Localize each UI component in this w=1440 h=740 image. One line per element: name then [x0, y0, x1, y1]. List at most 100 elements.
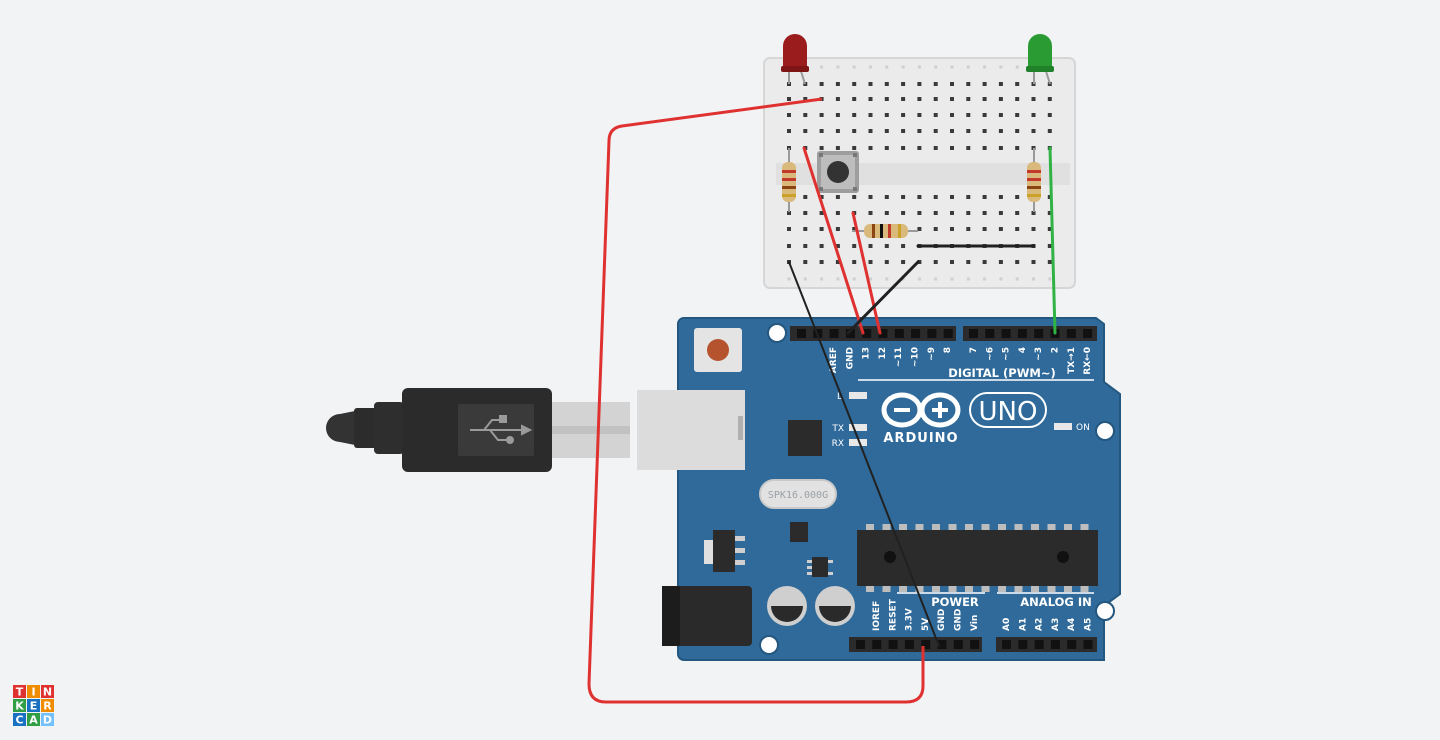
breadboard-hole[interactable]: [835, 146, 840, 150]
header-socket[interactable]: [937, 640, 947, 649]
breadboard-hole[interactable]: [868, 82, 873, 86]
breadboard-hole[interactable]: [933, 97, 938, 101]
breadboard-hole[interactable]: [868, 97, 873, 101]
breadboard-hole[interactable]: [901, 97, 906, 101]
breadboard-hole[interactable]: [966, 82, 971, 86]
breadboard-hole[interactable]: [1047, 244, 1052, 248]
breadboard-hole[interactable]: [884, 195, 889, 199]
breadboard-hole[interactable]: [819, 82, 824, 86]
breadboard-hole[interactable]: [933, 227, 938, 231]
breadboard-hole[interactable]: [803, 244, 808, 248]
breadboard-hole[interactable]: [803, 97, 808, 101]
breadboard-hole[interactable]: [950, 82, 954, 86]
breadboard-hole[interactable]: [852, 244, 857, 248]
header-socket[interactable]: [829, 329, 839, 338]
breadboard-hole[interactable]: [835, 129, 840, 133]
header-socket[interactable]: [845, 329, 855, 338]
breadboard-hole[interactable]: [950, 97, 954, 101]
breadboard-hole[interactable]: [1015, 146, 1020, 150]
breadboard-hole[interactable]: [787, 211, 791, 215]
breadboard-hole[interactable]: [1031, 227, 1036, 231]
breadboard-hole[interactable]: [1047, 97, 1052, 101]
breadboard-hole[interactable]: [1015, 195, 1020, 199]
breadboard-hole[interactable]: [998, 227, 1003, 231]
breadboard-hole[interactable]: [982, 195, 987, 199]
breadboard-hole[interactable]: [901, 82, 906, 86]
breadboard-hole[interactable]: [868, 129, 873, 133]
breadboard-hole[interactable]: [998, 97, 1003, 101]
header-socket[interactable]: [797, 329, 806, 338]
header-socket[interactable]: [878, 329, 888, 338]
breadboard-hole[interactable]: [819, 129, 824, 133]
breadboard-hole[interactable]: [852, 146, 857, 150]
breadboard-hole[interactable]: [901, 146, 906, 150]
breadboard-hole[interactable]: [933, 211, 938, 215]
breadboard-hole[interactable]: [982, 211, 987, 215]
breadboard-hole[interactable]: [835, 244, 840, 248]
breadboard-hole[interactable]: [819, 195, 824, 199]
breadboard-hole[interactable]: [917, 113, 922, 117]
breadboard-hole[interactable]: [835, 82, 840, 86]
breadboard-hole[interactable]: [1047, 195, 1052, 199]
breadboard-hole[interactable]: [933, 146, 938, 150]
breadboard-hole[interactable]: [803, 211, 808, 215]
breadboard-hole[interactable]: [950, 195, 954, 199]
breadboard-hole[interactable]: [868, 211, 873, 215]
breadboard-hole[interactable]: [982, 82, 987, 86]
breadboard-hole[interactable]: [933, 195, 938, 199]
breadboard-hole[interactable]: [933, 82, 938, 86]
wire-red-pin12[interactable]: [851, 211, 882, 335]
breadboard-hole[interactable]: [819, 244, 824, 248]
breadboard-hole[interactable]: [868, 113, 873, 117]
breadboard-hole[interactable]: [803, 260, 808, 264]
breadboard-hole[interactable]: [835, 113, 840, 117]
breadboard-hole[interactable]: [852, 260, 857, 264]
barrel-jack[interactable]: [662, 586, 752, 646]
breadboard-hole[interactable]: [950, 146, 954, 150]
breadboard-hole[interactable]: [917, 195, 922, 199]
header-socket[interactable]: [1083, 329, 1093, 338]
breadboard-hole[interactable]: [998, 82, 1003, 86]
breadboard-hole[interactable]: [933, 129, 938, 133]
wire-black-gnd-power[interactable]: [788, 261, 940, 647]
usb-b-socket[interactable]: [637, 390, 745, 470]
breadboard-hole[interactable]: [852, 195, 857, 199]
breadboard-hole[interactable]: [998, 146, 1003, 150]
breadboard-hole[interactable]: [884, 244, 889, 248]
breadboard-hole[interactable]: [1031, 113, 1036, 117]
header-socket[interactable]: [872, 640, 882, 649]
breadboard-hole[interactable]: [1031, 211, 1036, 215]
breadboard-hole[interactable]: [1047, 113, 1052, 117]
header-socket[interactable]: [862, 329, 872, 338]
breadboard-hole[interactable]: [950, 129, 954, 133]
header-socket[interactable]: [894, 329, 904, 338]
push-button[interactable]: [817, 151, 859, 193]
breadboard-hole[interactable]: [998, 260, 1003, 264]
led-green[interactable]: [1026, 34, 1054, 85]
header-socket[interactable]: [1002, 640, 1011, 649]
breadboard-hole[interactable]: [966, 260, 971, 264]
breadboard-hole[interactable]: [787, 97, 791, 101]
breadboard-hole[interactable]: [852, 82, 857, 86]
breadboard-hole[interactable]: [884, 97, 889, 101]
breadboard-hole[interactable]: [868, 146, 873, 150]
breadboard-hole[interactable]: [1031, 97, 1036, 101]
breadboard-hole[interactable]: [884, 211, 889, 215]
breadboard-hole[interactable]: [787, 244, 791, 248]
header-socket[interactable]: [1018, 640, 1028, 649]
header-socket[interactable]: [927, 329, 937, 338]
breadboard-hole[interactable]: [1015, 129, 1020, 133]
breadboard-hole[interactable]: [803, 227, 808, 231]
breadboard-hole[interactable]: [1015, 82, 1020, 86]
breadboard-hole[interactable]: [819, 211, 824, 215]
arduino-uno-board[interactable]: SPK16.000G L TX RX ON ARDUINO UNO: [637, 317, 1121, 661]
breadboard-hole[interactable]: [1047, 227, 1052, 231]
breadboard-hole[interactable]: [852, 97, 857, 101]
breadboard-hole[interactable]: [787, 113, 791, 117]
wire-red-pin13[interactable]: [802, 146, 865, 335]
header-socket[interactable]: [1067, 640, 1077, 649]
breadboard-hole[interactable]: [1047, 260, 1052, 264]
breadboard-hole[interactable]: [998, 195, 1003, 199]
breadboard-hole[interactable]: [950, 113, 954, 117]
breadboard-hole[interactable]: [998, 211, 1003, 215]
